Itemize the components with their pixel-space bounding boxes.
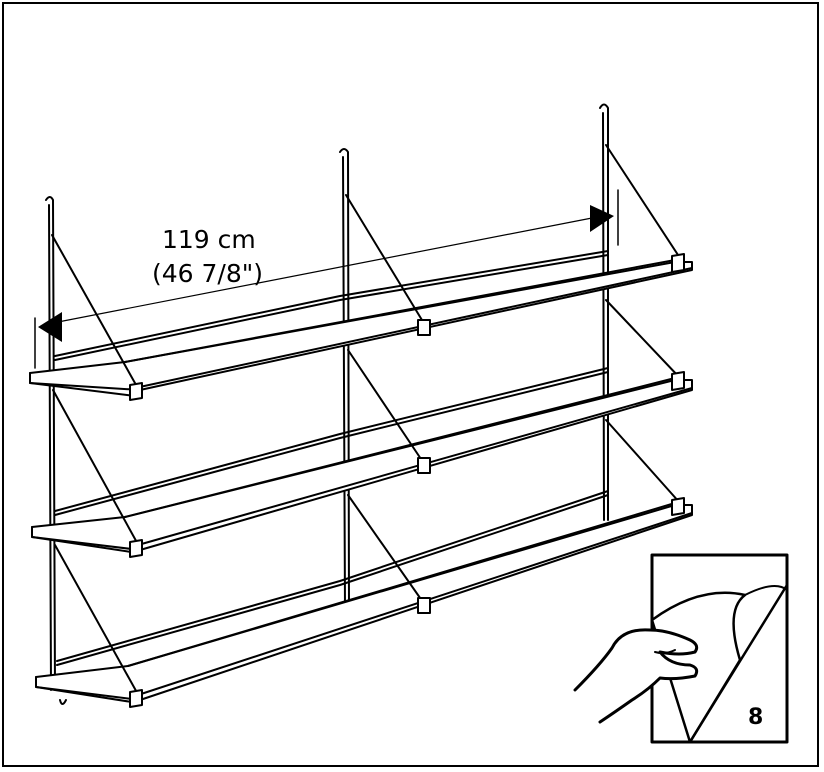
top-shelf — [29, 144, 693, 401]
arrow-left-icon — [38, 312, 62, 342]
wall-rails — [45, 103, 609, 691]
dimension-line — [34, 189, 619, 369]
page-turn-icon — [573, 553, 789, 744]
middle-shelf — [31, 299, 693, 558]
page-number: 8 — [748, 705, 763, 730]
dimension-imperial-label: (46 7/8") — [152, 259, 263, 288]
arrow-right-icon — [590, 205, 614, 232]
dimension-metric-label: 119 cm — [162, 225, 256, 254]
bottom-shelf — [35, 419, 693, 708]
